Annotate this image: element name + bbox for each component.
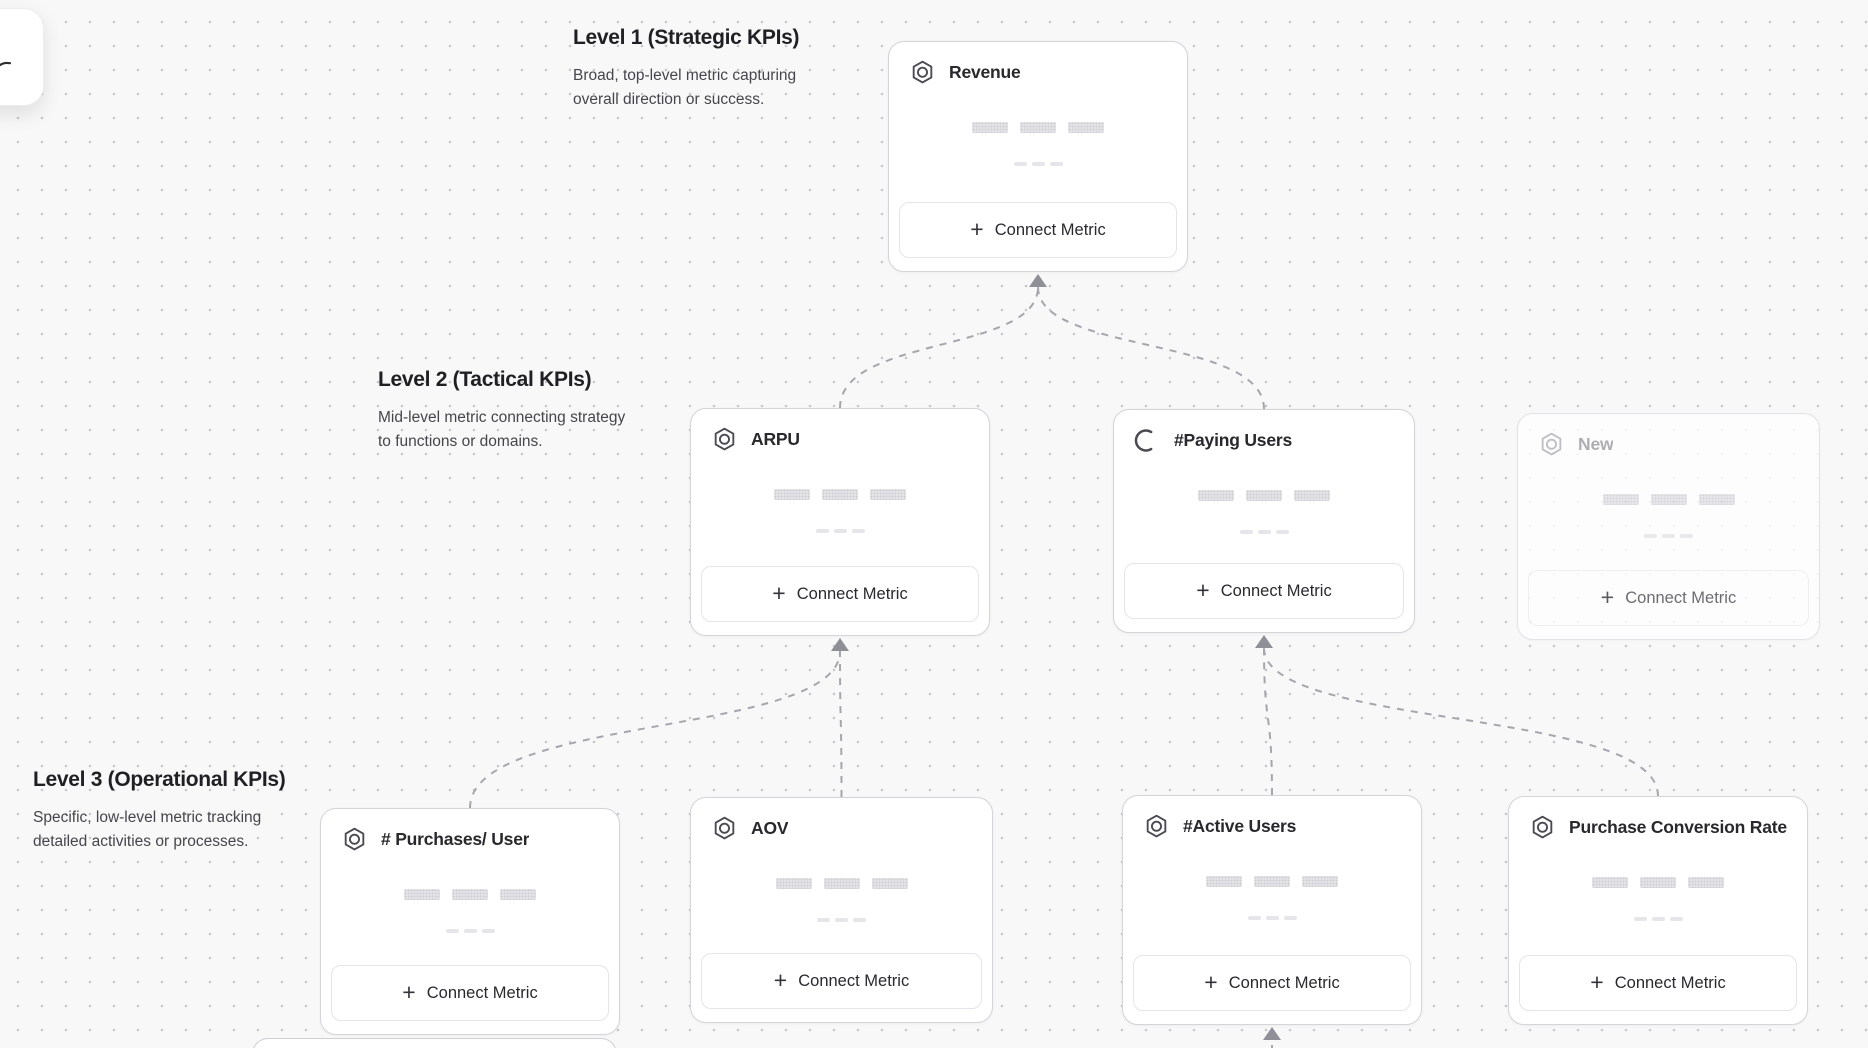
- card-header: New: [1538, 431, 1803, 458]
- level-title: Level 3 (Operational KPIs): [33, 768, 286, 791]
- skeleton-placeholder: [1114, 490, 1414, 501]
- connect-metric-label: Connect Metric: [1625, 588, 1737, 607]
- plus-icon: +: [773, 966, 788, 993]
- skeleton-placeholder: [691, 878, 992, 889]
- connect-metric-button[interactable]: + Connect Metric: [701, 953, 982, 1009]
- card-header: # Purchases/ User: [341, 826, 603, 853]
- cursor-tool-icon[interactable]: [0, 56, 13, 74]
- metric-card-new[interactable]: New + Connect Metric: [1517, 413, 1820, 640]
- skeleton-placeholder: [889, 122, 1187, 133]
- plus-icon: +: [772, 579, 786, 606]
- metric-hexagon-icon: [1538, 431, 1565, 458]
- card-header: #Paying Users: [1134, 427, 1398, 454]
- skeleton-placeholder-small: [1123, 916, 1421, 920]
- skeleton-placeholder: [1123, 876, 1421, 887]
- skeleton-placeholder-small: [1114, 530, 1414, 534]
- connect-metric-button[interactable]: + Connect Metric: [899, 202, 1177, 258]
- connect-metric-label: Connect Metric: [798, 971, 910, 990]
- level-description: Broad, top-level metric capturing overal…: [573, 67, 797, 108]
- level-3-label: Level 3 (Operational KPIs) Specific, low-…: [33, 768, 291, 854]
- connect-metric-button[interactable]: + Connect Metric: [1528, 570, 1809, 626]
- card-header: #Active Users: [1143, 813, 1405, 840]
- skeleton-placeholder: [1518, 494, 1819, 505]
- connect-metric-button[interactable]: + Connect Metric: [1124, 563, 1404, 619]
- level-2-label: Level 2 (Tactical KPIs) Mid-level metric …: [378, 368, 636, 454]
- connect-metric-button[interactable]: + Connect Metric: [1133, 955, 1411, 1011]
- plus-icon: +: [1590, 968, 1604, 995]
- level-description: Mid-level metric connecting strategy to …: [378, 409, 626, 450]
- skeleton-placeholder-small: [691, 918, 992, 922]
- floating-toolbar-partial[interactable]: [0, 8, 44, 106]
- card-title: AOV: [751, 818, 789, 838]
- card-title: #Active Users: [1183, 816, 1297, 836]
- level-description: Specific, low-level metric tracking deta…: [33, 809, 262, 850]
- connect-metric-label: Connect Metric: [994, 220, 1106, 239]
- connect-metric-label: Connect Metric: [796, 584, 908, 603]
- metric-hexagon-icon: [1143, 813, 1170, 840]
- skeleton-placeholder: [691, 489, 989, 500]
- connect-metric-button[interactable]: + Connect Metric: [331, 965, 609, 1021]
- plus-icon: +: [1204, 968, 1218, 995]
- plus-icon: +: [1600, 583, 1615, 610]
- skeleton-placeholder-small: [889, 162, 1187, 166]
- card-header: Purchase Conversion Rate: [1529, 814, 1791, 841]
- skeleton-placeholder-small: [1509, 917, 1807, 921]
- skeleton-placeholder-small: [691, 529, 989, 533]
- metric-hexagon-icon: [909, 59, 936, 86]
- plus-icon: +: [1196, 576, 1210, 603]
- card-title: Purchase Conversion Rate: [1569, 817, 1787, 837]
- card-title: Revenue: [949, 62, 1021, 82]
- metric-hexagon-icon: [341, 826, 368, 853]
- card-title: #Paying Users: [1174, 430, 1293, 450]
- metric-card-purchases-per-user[interactable]: # Purchases/ User + Connect Metric: [320, 808, 620, 1035]
- card-header: ARPU: [711, 426, 973, 453]
- loading-spinner-icon: [1134, 427, 1161, 454]
- connect-metric-label: Connect Metric: [1228, 973, 1340, 992]
- metric-hexagon-icon: [1529, 814, 1556, 841]
- skeleton-placeholder-small: [321, 929, 619, 933]
- metric-card-aov[interactable]: AOV + Connect Metric: [690, 797, 993, 1023]
- metric-card-arpu[interactable]: ARPU + Connect Metric: [690, 408, 990, 636]
- connect-metric-label: Connect Metric: [1220, 581, 1332, 600]
- metric-card-paying-users[interactable]: #Paying Users + Connect Metric: [1113, 409, 1415, 633]
- card-title: # Purchases/ User: [381, 829, 530, 849]
- level-title: Level 1 (Strategic KPIs): [573, 26, 800, 49]
- card-header: Revenue: [909, 59, 1171, 86]
- card-title: ARPU: [751, 429, 800, 449]
- connect-metric-button[interactable]: + Connect Metric: [1519, 955, 1797, 1011]
- plus-icon: +: [970, 215, 984, 242]
- skeleton-placeholder: [1509, 877, 1807, 888]
- metric-hexagon-icon: [711, 426, 738, 453]
- metric-hexagon-icon: [711, 815, 738, 842]
- offscreen-card-partial[interactable]: [252, 1038, 617, 1048]
- connect-metric-button[interactable]: + Connect Metric: [701, 566, 979, 622]
- plus-icon: +: [402, 978, 416, 1005]
- metric-card-revenue[interactable]: Revenue + Connect Metric: [888, 41, 1188, 272]
- metric-card-purchase-conversion-rate[interactable]: Purchase Conversion Rate + Connect Metric: [1508, 796, 1808, 1025]
- connect-metric-label: Connect Metric: [1614, 973, 1726, 992]
- skeleton-placeholder-small: [1518, 534, 1819, 538]
- level-1-label: Level 1 (Strategic KPIs) Broad, top-level…: [573, 26, 831, 112]
- metric-card-active-users[interactable]: #Active Users + Connect Metric: [1122, 795, 1422, 1025]
- level-title: Level 2 (Tactical KPIs): [378, 368, 592, 391]
- card-header: AOV: [711, 815, 976, 842]
- skeleton-placeholder: [321, 889, 619, 900]
- connect-metric-label: Connect Metric: [426, 983, 538, 1002]
- card-title: New: [1578, 434, 1614, 454]
